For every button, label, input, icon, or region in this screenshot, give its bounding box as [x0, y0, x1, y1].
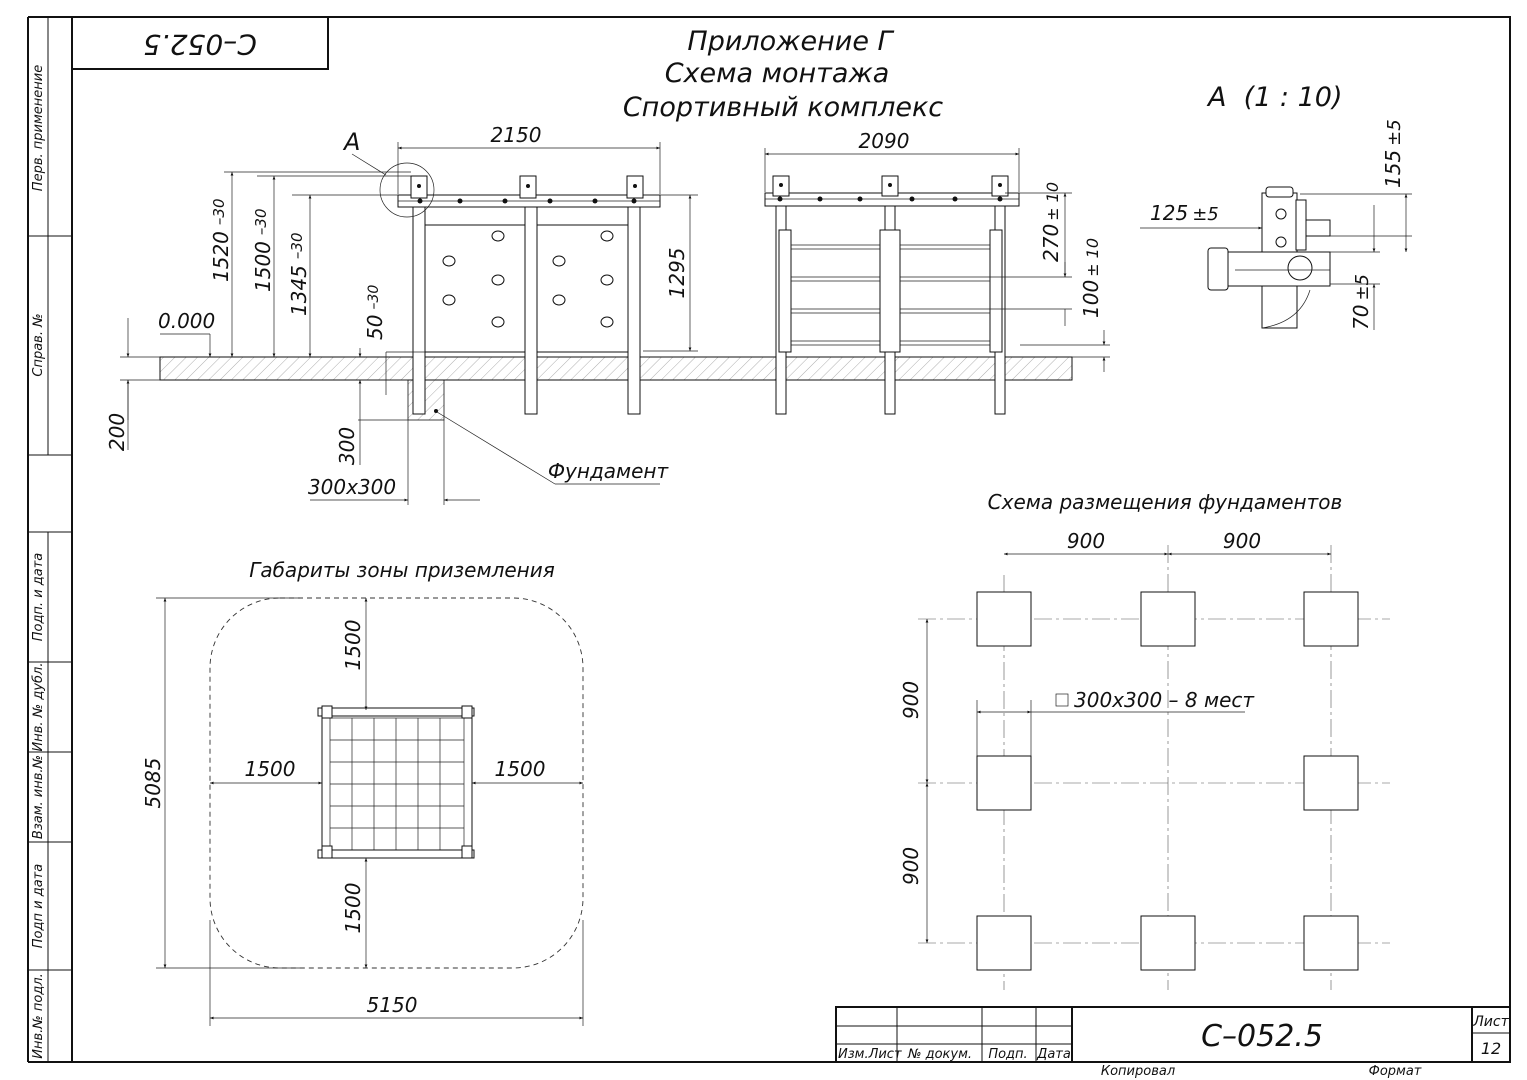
title-block-data: Дата: [1036, 1047, 1071, 1062]
detail-callout-label: A: [342, 128, 360, 156]
dim-zone-bottom: 1500: [341, 883, 365, 934]
landing-zone-drawing: [209, 597, 584, 969]
label-podp-data-2: Подп и дата: [31, 864, 46, 948]
label-vzam-inv: Взам. инв.№: [31, 755, 46, 839]
sheet-frame: [27, 16, 1511, 1063]
dim-height-1500: 1500–30: [251, 209, 275, 293]
title-block-format: Формат: [1369, 1064, 1422, 1079]
foundation-plan-dimensions: [925, 552, 1331, 943]
dim-300: 300: [335, 427, 359, 465]
dim-100: 100± 10: [1079, 238, 1103, 318]
landing-zone-dimensions: [156, 597, 584, 1026]
label-sprav-no: Справ. №: [31, 313, 46, 376]
title-appendix: Приложение Г: [687, 26, 894, 57]
dim-plan-x1: 900: [1067, 529, 1105, 553]
dim-plan-y1: 900: [899, 681, 923, 719]
dim-front-width: 2150: [491, 123, 542, 147]
landing-zone-title: Габариты зоны приземления: [249, 558, 555, 582]
dim-zone-top: 1500: [341, 620, 365, 671]
foundation-label: Фундамент: [548, 459, 670, 483]
level-mark: 0.000: [158, 309, 215, 333]
dim-zone-width: 5150: [367, 993, 418, 1017]
label-inv-podl: Инв.№ подл.: [31, 973, 46, 1059]
dim-detail-125: 125±5: [1150, 201, 1219, 225]
front-view-drawing: [379, 162, 661, 415]
front-view-dimensions: [120, 142, 698, 505]
dim-height-1295: 1295: [665, 248, 689, 299]
dim-height-1520: 1520–30: [209, 199, 233, 283]
label-perv-primenenie: Перв. применение: [31, 65, 46, 191]
title-block-sheet-label: Лист: [1472, 1014, 1509, 1030]
detail-a-drawing: [1207, 186, 1331, 329]
dim-zone-left: 1500: [245, 757, 296, 781]
dim-side-width: 2090: [859, 129, 910, 153]
side-view-drawing: [764, 175, 1020, 415]
label-inv-dubl: Инв. № дубл.: [31, 663, 46, 752]
ground-section: [159, 356, 1073, 421]
dim-zone-height: 5085: [141, 758, 165, 809]
title-block-doc: № докум.: [907, 1047, 972, 1062]
dim-detail-155: 155±5: [1381, 119, 1405, 188]
side-view-dimensions: [764, 148, 1110, 372]
label-podp-data-1: Подп. и дата: [31, 553, 46, 642]
foundation-plan-title: Схема размещения фундаментов: [988, 490, 1343, 514]
foundation-count-note: 300х300 – 8 мест: [1074, 688, 1255, 712]
dim-200: 200: [105, 413, 129, 451]
dim-plan-x2: 900: [1223, 529, 1261, 553]
foundation-plan-drawing: [918, 545, 1390, 990]
dim-detail-70: 70±5: [1349, 274, 1373, 330]
title-block-code: С–052.5: [1201, 1019, 1323, 1054]
title-block-kopiroval: Копировал: [1101, 1064, 1175, 1079]
detail-title: A (1 : 10): [1206, 82, 1343, 113]
detail-a-dimensions: [1140, 193, 1412, 330]
dim-height-1345: 1345–30: [287, 233, 311, 317]
title-scheme: Схема монтажа: [665, 58, 890, 89]
dim-zone-right: 1500: [495, 757, 546, 781]
title-product: Спортивный комплекс: [623, 92, 943, 123]
title-block-podp: Подп.: [988, 1047, 1027, 1062]
dim-plan-y2: 900: [899, 847, 923, 885]
dim-50: 50–30: [363, 285, 387, 340]
dim-foundation-size: 300х300: [308, 475, 396, 499]
dim-270: 270± 10: [1039, 182, 1063, 262]
inverted-code: С–052.5: [143, 28, 257, 61]
title-block-sheet-number: 12: [1481, 1039, 1501, 1058]
title-block-izm-list: Изм.Лист: [838, 1047, 902, 1062]
title-block: [835, 1006, 1511, 1063]
